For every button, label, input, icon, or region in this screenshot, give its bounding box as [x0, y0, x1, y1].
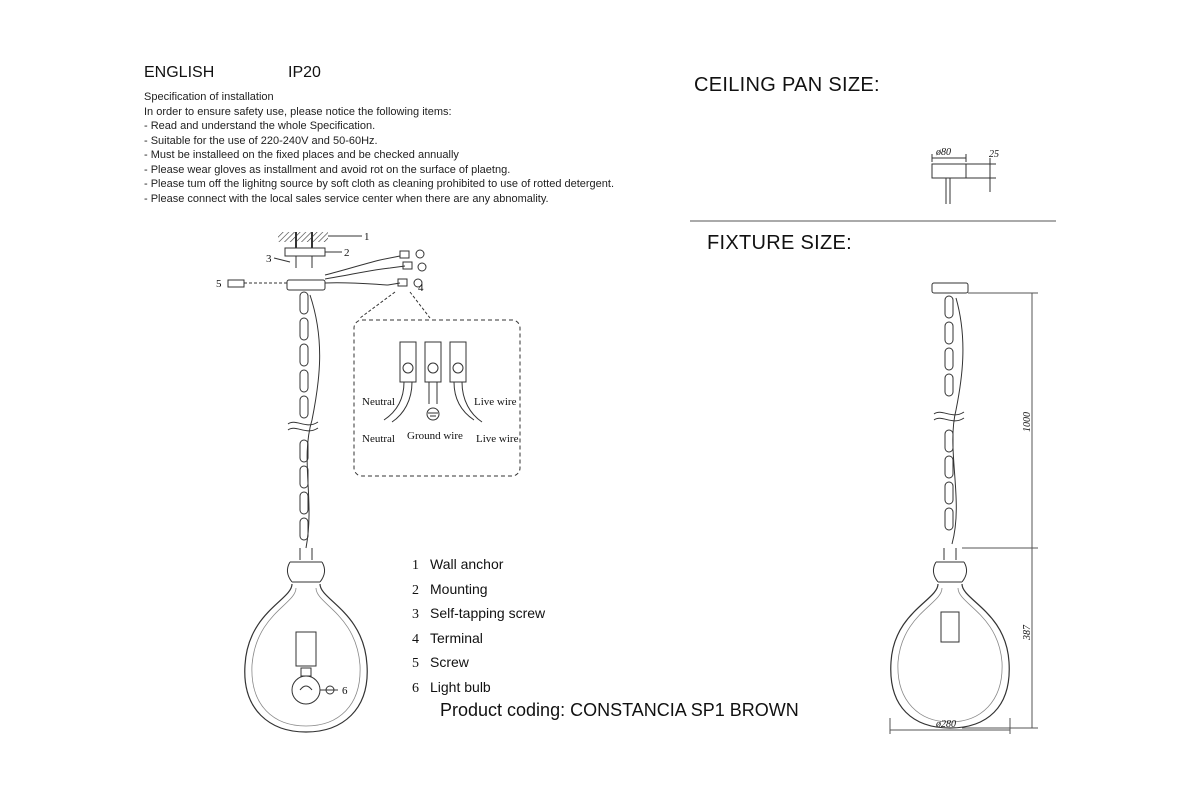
chain	[944, 295, 954, 531]
detail-leader	[409, 291, 431, 319]
callout-number: 4	[418, 282, 424, 294]
live-wire	[453, 381, 483, 423]
fixture-drawing	[889, 282, 1038, 734]
spec-item: - Suitable for the use of 220-240V and 5…	[144, 134, 378, 147]
ceiling-pan	[931, 163, 967, 179]
callout-leader	[273, 257, 291, 263]
ceiling-hatch	[278, 232, 328, 242]
terminal-icon	[402, 261, 413, 270]
specification-block: Specification of installation In order t…	[144, 90, 614, 206]
spec-intro: In order to ensure safety use, please no…	[144, 105, 452, 118]
wire-symbol-icon	[413, 278, 423, 288]
lamp-socket	[940, 611, 960, 643]
screw-icon	[227, 279, 245, 288]
shade-neck	[299, 548, 313, 560]
fixture-size-title: FIXTURE SIZE:	[707, 232, 853, 254]
spec-item: - Please tum off the lighitng source by …	[144, 178, 615, 190]
chain	[945, 178, 951, 204]
wire-label-ground: Ground wire	[407, 430, 463, 442]
callout-number: 3	[266, 253, 272, 265]
wire-label-live: Live wire	[474, 396, 517, 408]
product-coding: Product coding: CONSTANCIA SP1 BROWN	[440, 700, 799, 720]
spec-item: - Read and understand the whole Specific…	[144, 120, 376, 132]
glass-shade	[890, 583, 1010, 729]
wiring-detail	[353, 319, 521, 477]
terminal-block	[399, 341, 417, 383]
lamp-socket	[295, 631, 317, 667]
spec-title: Specification of installation	[144, 91, 274, 103]
ceiling-pan-title: CEILING PAN SIZE:	[694, 74, 880, 96]
chain	[299, 291, 309, 541]
ceiling-pan-drawing	[690, 154, 1056, 222]
wire-label-neutral: Neutral	[362, 396, 395, 408]
wiring-detail-frame	[353, 319, 521, 477]
callout-number: 5	[216, 278, 222, 290]
shade-collar	[932, 561, 968, 583]
language-label: ENGLISH	[144, 64, 215, 81]
fixture-total-height-label: 1000	[1022, 412, 1033, 432]
callout-number: 1	[364, 231, 370, 243]
wire	[324, 265, 406, 280]
break-mark	[287, 421, 319, 426]
break-mark	[287, 427, 319, 432]
light-bulb-icon	[291, 675, 321, 705]
terminal-block	[424, 341, 442, 383]
wire	[324, 282, 401, 286]
shade-collar	[286, 561, 326, 583]
break-mark	[933, 417, 965, 422]
mounting-bracket	[284, 247, 326, 257]
wire-label-live: Live wire	[476, 433, 519, 445]
break-mark	[933, 411, 965, 416]
spec-item: - Please wear gloves as installment and …	[144, 163, 511, 176]
wire-symbol-icon	[415, 249, 425, 259]
detail-leader	[359, 291, 396, 319]
spec-item: - Please connect with the local sales se…	[144, 192, 549, 205]
pan-height-label: 25	[989, 149, 999, 160]
cable	[951, 297, 964, 545]
fixture-shade-height-label: 387	[1022, 624, 1033, 641]
callout-number: 2	[344, 247, 350, 259]
callout-number: 6	[342, 685, 348, 697]
terminal-icon	[399, 250, 410, 259]
installation-drawing	[227, 232, 431, 733]
fixture-diameter-label: ø280	[935, 719, 956, 730]
cable	[305, 294, 321, 549]
neutral-wire	[383, 381, 413, 423]
terminal-icon	[397, 278, 408, 287]
glass-shade	[244, 583, 368, 733]
ground-wire	[428, 382, 438, 404]
ip-rating-label: IP20	[288, 64, 321, 81]
wire-symbol-icon	[417, 262, 427, 272]
pan-diameter-label: ø80	[935, 147, 951, 158]
spec-item: - Must be installeed on the fixed places…	[144, 149, 459, 161]
ground-icon	[426, 407, 440, 421]
canopy	[931, 282, 969, 294]
wire	[324, 255, 401, 276]
terminal-block	[449, 341, 467, 383]
canopy	[286, 279, 326, 291]
wire-label-neutral: Neutral	[362, 433, 395, 445]
